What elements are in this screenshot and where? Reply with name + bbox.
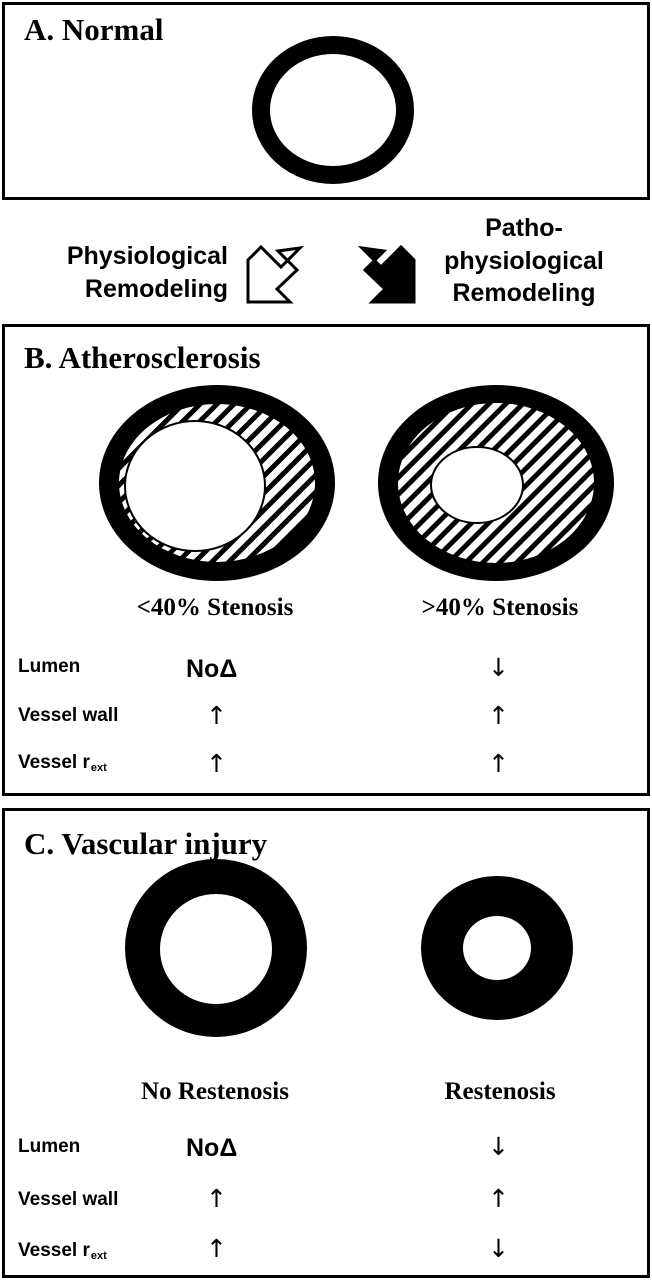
wall-change-c1: ↑ xyxy=(206,1184,227,1213)
panel-c-title: C. Vascular injury xyxy=(24,826,268,861)
physiological-line2: Remodeling xyxy=(84,274,228,303)
row-lumen-label: Lumen xyxy=(18,656,81,677)
rext-change-c2: ↓ xyxy=(488,1234,509,1263)
lumen-change-c1: NoΔ xyxy=(186,1134,238,1162)
vessel-restenosis xyxy=(421,876,573,1020)
patho-line1: Patho- xyxy=(485,214,563,242)
normal-vessel-diagram xyxy=(252,36,414,184)
vascular-injury-diagram xyxy=(125,859,573,1037)
col-no-restenosis: No Restenosis xyxy=(141,1078,289,1105)
col-high-stenosis: >40% Stenosis xyxy=(421,594,579,621)
row-vessel-rext-label: Vessel rext xyxy=(18,1240,107,1262)
hollow-arrow-icon xyxy=(246,244,305,304)
lumen xyxy=(124,420,266,552)
col-restenosis: Restenosis xyxy=(444,1078,556,1105)
rext-change-c2: ↑ xyxy=(488,749,509,778)
row-vessel-rext-label: Vessel rext xyxy=(18,752,107,774)
vessel-no-restenosis xyxy=(125,859,307,1037)
filled-arrow-icon xyxy=(357,244,416,304)
panel-vascular-injury xyxy=(2,808,650,1278)
pathophysiological-remodeling-label: Patho- physiological Remodeling xyxy=(418,212,630,310)
vessel-high-stenosis xyxy=(378,385,614,581)
row-vessel-wall-label: Vessel wall xyxy=(18,1189,119,1210)
patho-line2: physiological xyxy=(444,246,604,275)
panel-b-title: B. Atherosclerosis xyxy=(24,340,261,375)
lumen-change-c1: NoΔ xyxy=(186,655,238,683)
panel-atherosclerosis xyxy=(2,324,650,796)
patho-line3: Remodeling xyxy=(452,279,596,307)
lumen xyxy=(463,916,531,980)
col-low-stenosis: <40% Stenosis xyxy=(136,594,294,621)
physiological-remodeling-label: Physiological Remodeling xyxy=(34,240,228,305)
wall-change-c2: ↑ xyxy=(488,1184,509,1213)
panel-normal xyxy=(2,2,650,200)
lumen-change-c2: ↓ xyxy=(488,653,509,682)
row-vessel-wall-label: Vessel wall xyxy=(18,705,119,726)
row-lumen-label: Lumen xyxy=(18,1136,81,1157)
lumen xyxy=(430,446,524,524)
physiological-line1: Physiological xyxy=(66,242,228,270)
normal-vessel-ring xyxy=(252,36,414,184)
lumen-change-c2: ↓ xyxy=(488,1132,509,1161)
rext-change-c1: ↑ xyxy=(206,1234,227,1263)
wall-change-c2: ↑ xyxy=(488,701,509,730)
rext-change-c1: ↑ xyxy=(206,749,227,778)
panel-a-title: A. Normal xyxy=(24,12,164,47)
vessel-low-stenosis xyxy=(99,385,335,581)
wall-change-c1: ↑ xyxy=(206,701,227,730)
atherosclerosis-diagram xyxy=(99,385,614,581)
lumen xyxy=(160,894,272,1004)
